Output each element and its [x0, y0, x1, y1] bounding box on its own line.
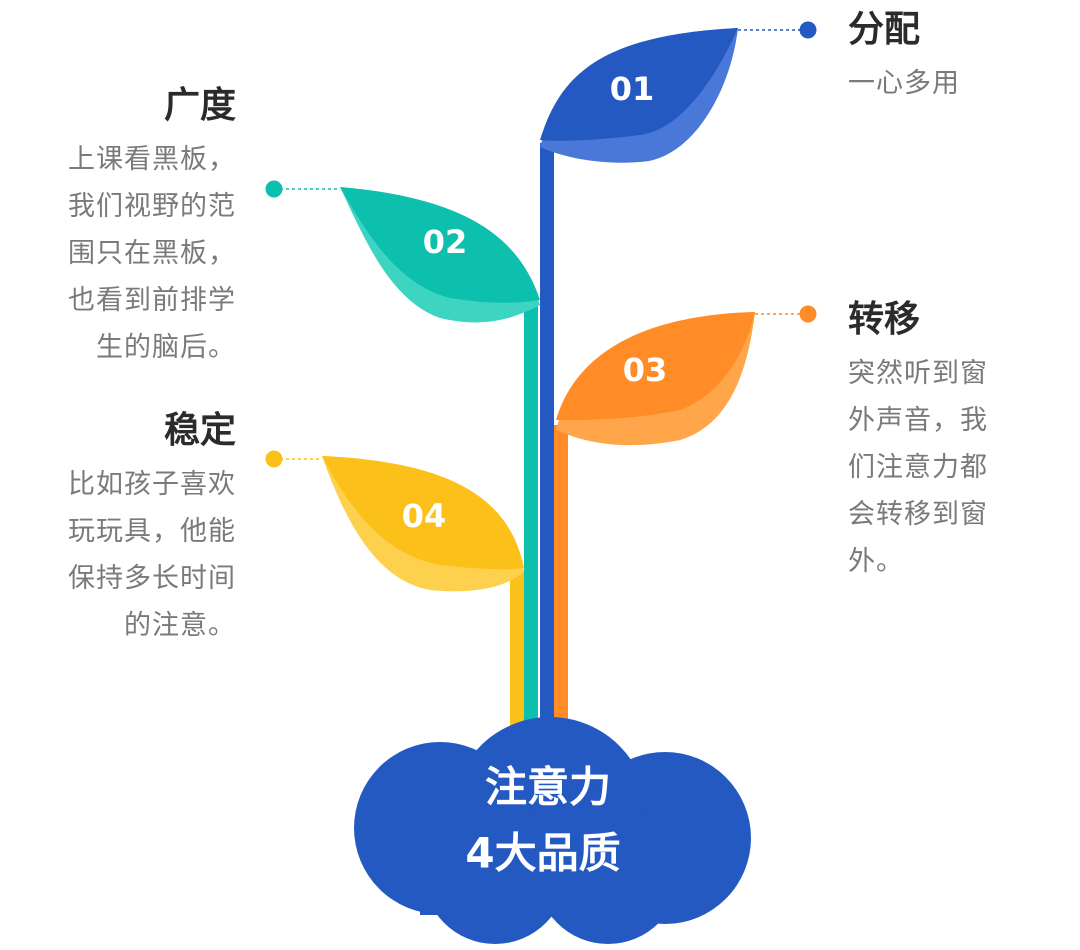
block-desc: 突然听到窗 外声音，我 们注意力都 会转移到窗 外。 — [848, 358, 988, 577]
leaf-02: 02 — [340, 187, 540, 323]
block-desc: 一心多用 — [848, 68, 960, 99]
block-desc: 比如孩子喜欢 玩玩具，他能 保持多长时间 的注意。 — [68, 469, 236, 641]
connector-04 — [265, 450, 322, 468]
stem-02 — [524, 300, 538, 730]
leaf-number-04: 04 — [402, 497, 447, 535]
block-transfer: 转移 突然听到窗 外声音，我 们注意力都 会转移到窗 外。 — [848, 298, 1016, 585]
leaf-01: 01 — [540, 28, 738, 163]
connector-01 — [738, 21, 817, 39]
block-title: 转移 — [848, 299, 921, 340]
block-breadth: 广度 上课看黑板， 我们视野的范 围只在黑板， 也看到前排学 生的脑后。 — [40, 84, 236, 371]
leaf-03: 03 — [556, 312, 755, 446]
block-stability: 稳定 比如孩子喜欢 玩玩具，他能 保持多长时间 的注意。 — [40, 409, 236, 649]
center-title-line1: 注意力 — [485, 763, 611, 812]
cloud-shape — [354, 717, 751, 944]
leaf-04: 04 — [322, 456, 524, 592]
dot-icon — [799, 305, 817, 323]
dot-icon — [799, 21, 817, 39]
leaf-number-03: 03 — [623, 351, 668, 389]
block-title: 分配 — [848, 9, 921, 50]
leaf-number-01: 01 — [610, 70, 655, 108]
center-title-line2: 4大品质 — [465, 829, 620, 878]
block-title: 广度 — [163, 85, 236, 126]
dot-icon — [265, 180, 283, 198]
block-desc: 上课看黑板， 我们视野的范 围只在黑板， 也看到前排学 生的脑后。 — [68, 144, 236, 363]
stem-01 — [540, 143, 554, 730]
connector-03 — [755, 305, 817, 323]
stem-04 — [510, 570, 524, 730]
stem-03 — [554, 425, 568, 730]
block-distribution: 分配 一心多用 — [848, 8, 1048, 107]
dot-icon — [265, 450, 283, 468]
leaf-number-02: 02 — [423, 223, 468, 261]
connector-02 — [265, 180, 340, 198]
block-title: 稳定 — [163, 410, 236, 451]
